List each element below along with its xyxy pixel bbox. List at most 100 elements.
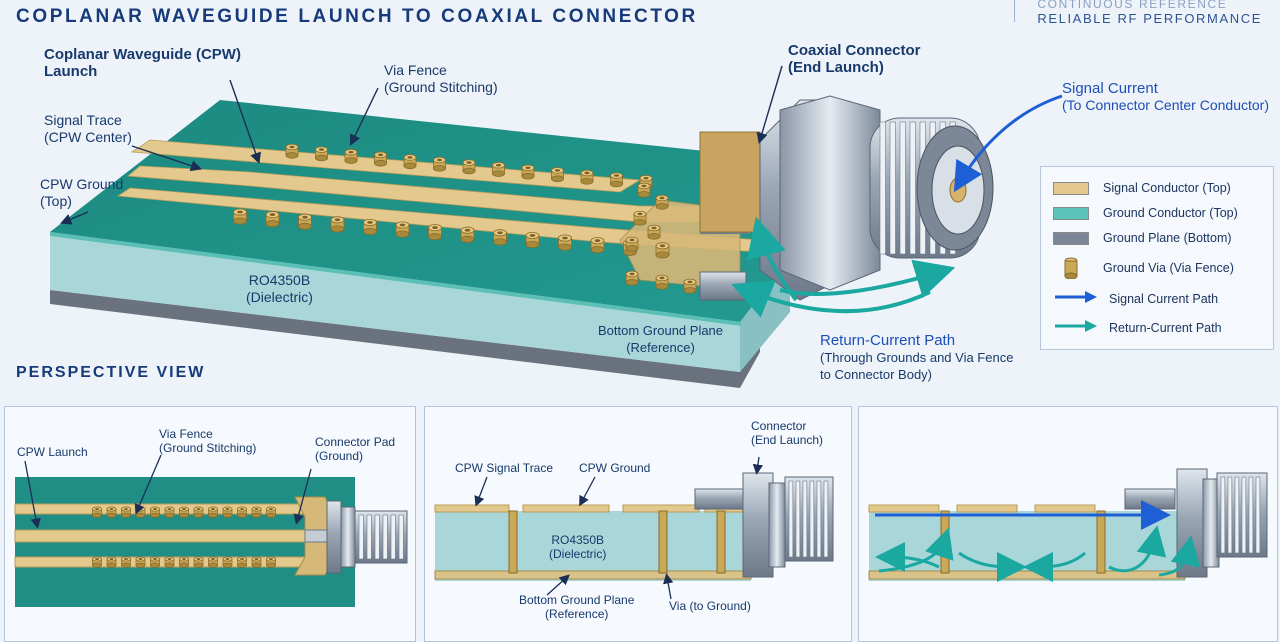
p2-label-signal-trace: CPW Signal Trace: [455, 461, 554, 475]
header-tagline: CONTINUOUS REFERENCE RELIABLE RF PERFORM…: [1037, 0, 1262, 26]
legend-item-signal-path: Signal Current Path: [1053, 291, 1218, 306]
ground-via: [655, 194, 669, 210]
ground-via: [150, 506, 160, 518]
ground-via: [344, 148, 358, 164]
ground-via: [266, 506, 276, 518]
header-divider: [1014, 0, 1015, 22]
ground-via: [492, 161, 505, 177]
label-bottom-plane: Bottom Ground Plane (Reference): [598, 322, 723, 356]
legend-item-return-path: Return-Current Path: [1053, 320, 1222, 335]
legend-label-ground: Ground Conductor (Top): [1103, 206, 1238, 220]
ground-via: [251, 556, 262, 568]
ground-via: [428, 224, 442, 241]
label-signal-current: Signal Current (To Connector Center Cond…: [1062, 80, 1269, 114]
ground-via: [363, 218, 377, 236]
ground-via: [462, 159, 476, 175]
ground-via: [150, 556, 160, 568]
label-cpw-ground: CPW Ground (Top): [40, 176, 123, 210]
ground-via: [164, 556, 175, 568]
legend-label-return-path: Return-Current Path: [1109, 320, 1222, 335]
ground-via: [179, 556, 189, 568]
pcb-board: [50, 100, 790, 388]
legend-swatch-plane: [1053, 231, 1089, 245]
ground-via: [179, 506, 189, 518]
ground-via: [521, 164, 535, 180]
ground-via: [193, 506, 204, 518]
p2-dielectric-sub: (Dielectric): [549, 547, 607, 561]
ground-via: [330, 216, 345, 233]
ground-via: [237, 556, 247, 568]
ground-via: [315, 146, 328, 162]
cpw-ground-sub: (Top): [40, 193, 72, 209]
return-current-arrow-2: [731, 280, 931, 318]
ground-via: [208, 506, 218, 518]
signal-current-sub: (To Connector Center Conductor): [1062, 97, 1269, 113]
panel-top-view: CPW Launch Via Fence (Ground Stitching) …: [4, 406, 416, 642]
ground-via: [610, 172, 623, 188]
legend-arrow-return-icon: [1053, 320, 1103, 335]
tagline-faded: CONTINUOUS REFERENCE: [1037, 0, 1228, 11]
via-fence-title: Via Fence: [384, 62, 447, 78]
p2-label-connector: Connector (End Launch): [751, 419, 823, 447]
legend-swatch-ground: [1053, 206, 1089, 220]
legend-swatch-signal: [1053, 181, 1089, 195]
ground-via: [525, 231, 540, 249]
ground-via: [135, 556, 146, 568]
p1-via-fence-title: Via Fence: [159, 427, 213, 441]
label-signal-trace: Signal Trace (CPW Center): [44, 112, 132, 146]
return-current-arrow-1: [779, 259, 956, 299]
p1-connector-pad-title: Connector Pad: [315, 435, 396, 449]
p1-label-connector-pad: Connector Pad (Ground): [315, 435, 395, 463]
ground-via: [208, 556, 218, 568]
ground-via: [106, 506, 117, 518]
p2-label-via: Via (to Ground): [669, 599, 751, 613]
ground-via: [285, 143, 299, 159]
ground-via: [683, 278, 697, 294]
cpw-ground-title: CPW Ground: [40, 176, 124, 192]
p2-connector-sub: (End Launch): [751, 433, 824, 447]
ground-via: [233, 208, 247, 225]
legend-item-plane: Ground Plane (Bottom): [1053, 231, 1232, 245]
ground-via: [551, 167, 564, 183]
p2-label-cpw-ground: CPW Ground: [579, 461, 651, 475]
p1-connector-pad-sub: (Ground): [315, 449, 364, 463]
bottom-plane-title: Bottom Ground Plane: [598, 323, 724, 338]
ground-via: [460, 226, 475, 243]
signal-current-title: Signal Current: [1062, 80, 1158, 97]
ground-via: [493, 229, 507, 246]
signal-trace-title: Signal Trace: [44, 112, 122, 128]
top-view-illustration: [14, 454, 408, 607]
ground-via: [266, 556, 276, 568]
ground-via: [395, 221, 410, 238]
current-flow-illustration: [868, 468, 1268, 582]
ground-via: [92, 556, 102, 568]
via-fence: [233, 143, 697, 294]
ground-via: [374, 151, 387, 167]
ground-via: [637, 182, 651, 198]
legend-swatch-via: [1053, 257, 1089, 279]
legend-arrow-signal-icon: [1053, 291, 1103, 306]
ground-via: [625, 270, 639, 286]
ground-via: [580, 169, 594, 185]
perspective-view-label: PERSPECTIVE VIEW: [16, 364, 206, 381]
page-title: COPLANAR WAVEGUIDE LAUNCH TO COAXIAL CON…: [16, 6, 698, 27]
legend-label-signal-path: Signal Current Path: [1109, 291, 1219, 306]
ground-via: [558, 234, 572, 251]
ground-via: [135, 506, 146, 518]
ground-via: [222, 506, 233, 518]
ground-via: [633, 210, 647, 226]
coax-sub: (End Launch): [788, 59, 884, 76]
legend-label-plane: Ground Plane (Bottom): [1103, 231, 1232, 245]
legend-item-via: Ground Via (Via Fence): [1053, 257, 1234, 279]
ground-via: [92, 506, 102, 518]
ground-via: [237, 506, 247, 518]
bottom-plane-sub: (Reference): [626, 340, 695, 355]
label-cpw-launch: Coplanar Waveguide (CPW) Launch: [44, 46, 241, 80]
p2-connector-title: Connector: [751, 419, 807, 433]
panel-current-flow: [858, 406, 1278, 642]
p1-label-cpw-launch: CPW Launch: [17, 445, 88, 459]
legend-item-signal: Signal Conductor (Top): [1053, 181, 1231, 195]
legend-item-ground: Ground Conductor (Top): [1053, 206, 1238, 220]
legend-label-via: Ground Via (Via Fence): [1103, 261, 1234, 275]
legend: Signal Conductor (Top) Ground Conductor …: [1040, 166, 1274, 350]
